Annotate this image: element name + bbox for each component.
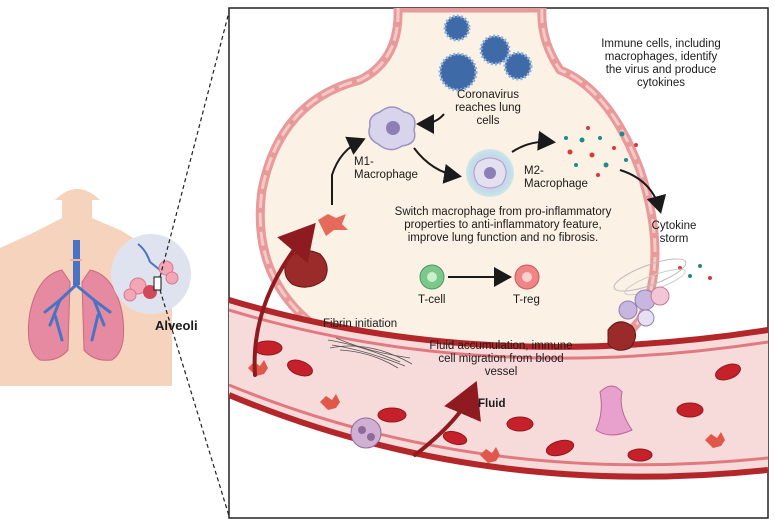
- arrow-vessel-to-alveolus-left: [252, 222, 316, 377]
- migration-arrows: [252, 222, 481, 457]
- coronavirus-particles: [438, 14, 533, 92]
- fibrin-fibers: [327, 337, 413, 369]
- arrow-cytokines-to-storm: [619, 169, 667, 214]
- cytokine-storm-label: Cytokine storm: [651, 220, 697, 245]
- arrow-m2-to-cytokines: [511, 130, 556, 153]
- immune-note: Immune cells, including macrophages, ide…: [601, 38, 721, 89]
- coronavirus-label: Coronavirus reaches lung cells: [455, 89, 521, 127]
- fibrin-label: Fibrin initiation: [323, 318, 398, 330]
- t-cell-label: T-cell: [418, 294, 446, 306]
- fluid-label: Fluid: [478, 398, 506, 410]
- m1-macrophage: [368, 106, 416, 151]
- process-arrows: [331, 113, 667, 287]
- arrow-m1-to-m2: [413, 147, 462, 184]
- fluid-note: Fluid accumulation, immune cell migratio…: [429, 340, 573, 378]
- arrow-fluid: [413, 380, 481, 457]
- zoom-line-top: [159, 11, 230, 278]
- cytokine-storm-cluster: [607, 258, 687, 351]
- red-blood-cells: [253, 340, 741, 462]
- alveoli-label: Alveoli: [155, 318, 198, 333]
- zoom-line-bottom: [159, 289, 230, 517]
- fibroblast-cell: [318, 214, 348, 236]
- m2-macrophage: [466, 149, 514, 197]
- arrow-to-m1: [331, 136, 366, 205]
- migrating-cell: [595, 385, 633, 436]
- m2-label: M2- Macrophage: [524, 165, 588, 190]
- left-lung: [27, 269, 71, 361]
- trachea: [73, 240, 80, 285]
- zoom-box: [153, 276, 162, 291]
- m1-label: M1- Macrophage: [354, 156, 418, 181]
- alveoli-magnifier: [111, 234, 191, 314]
- t-reg-label: T-reg: [513, 294, 540, 306]
- switch-note: Switch macrophage from pro-inflammatory …: [394, 206, 612, 244]
- neutrophil: [350, 417, 382, 449]
- arrow-virus-to-m1: [416, 113, 445, 134]
